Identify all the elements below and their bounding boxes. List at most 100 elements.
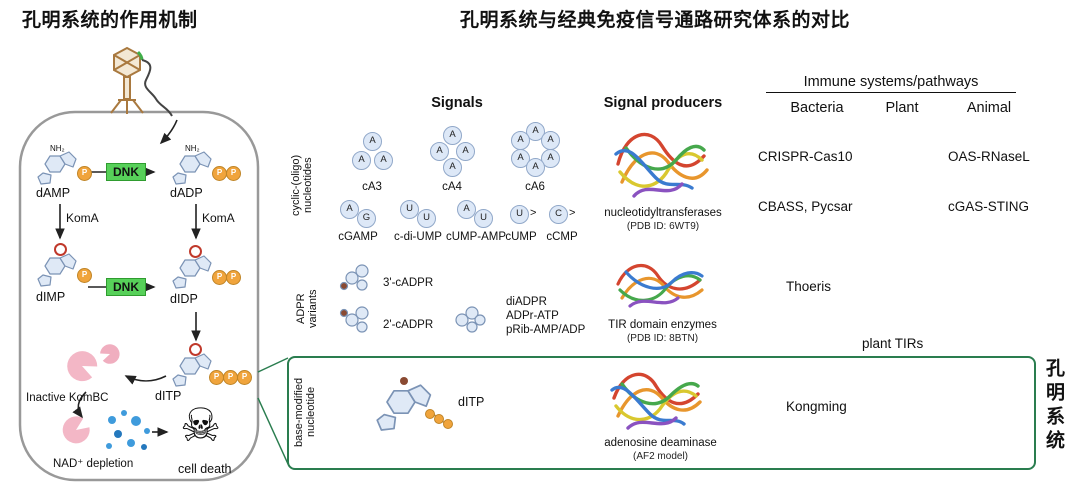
- nad-depletion-icon: [106, 410, 150, 450]
- repeat-unit: P: [226, 270, 241, 285]
- repeat-unit: U: [474, 209, 493, 228]
- ca6-label: cA6: [525, 181, 545, 193]
- didp-label: dIDP: [170, 292, 198, 306]
- row3-producer-note: (AF2 model): [632, 451, 688, 462]
- row1-category-label: cyclic-(oligo) nucleotides: [290, 126, 314, 244]
- cell-death-label: cell death: [178, 462, 232, 476]
- repeat-unit: C: [549, 205, 568, 224]
- funnel-lines: [257, 357, 289, 465]
- ditp-molecule-icon: [376, 377, 453, 431]
- repeat-unit: P: [212, 166, 227, 181]
- repeat-unit: pRib-AMP/ADP: [506, 324, 586, 336]
- signals-column-header: Signals: [431, 95, 483, 111]
- row1-category-line1: cyclic-(oligo): [290, 154, 302, 216]
- repeat-unit: A: [456, 142, 475, 161]
- dnk-enzyme-badge-top: DNK: [106, 163, 146, 181]
- row2-producer-name: TIR domain enzymes: [608, 319, 717, 331]
- row1-producer-note: (PDB ID: 6WT9): [626, 221, 700, 232]
- row1-animal-entry-2: cGAS-STING: [948, 199, 1030, 214]
- cgamp-label: cGAMP: [338, 231, 378, 243]
- dimp-oxo-icon: [54, 243, 67, 256]
- row1-bacteria-entry-1: CRISPR-Cas10: [758, 149, 853, 164]
- cumpamp-label: cUMP-AMP: [445, 231, 507, 243]
- row3-category-line2: nucleotide: [305, 386, 317, 438]
- repeat-unit: P: [226, 166, 241, 181]
- immune-systems-header: Immune systems/pathways: [766, 74, 1016, 93]
- row3-category-label: base-modified nucleotide: [293, 364, 317, 460]
- left-panel-title: 孔明系统的作用机制: [22, 10, 198, 31]
- protein-ribbon-tir: [616, 264, 704, 308]
- ca3-label: cA3: [362, 181, 382, 193]
- repeat-unit: U: [417, 209, 436, 228]
- adpr-molecule-icons: [339, 264, 486, 333]
- right-panel-title: 孔明系统与经典免疫信号通路研究体系的对比: [459, 10, 850, 31]
- signal-producers-column-header: Signal producers: [603, 95, 723, 111]
- nad-depletion-label: NAD⁺ depletion: [53, 458, 134, 470]
- dimp-label: dIMP: [36, 290, 66, 304]
- repeat-unit: A: [352, 151, 371, 170]
- repeat-unit: ADPr-ATP: [506, 310, 559, 322]
- repeat-unit: A: [374, 151, 393, 170]
- cadpr2-label: 2'-cADPR: [383, 319, 434, 331]
- repeat-unit: P: [223, 370, 238, 385]
- repeat-unit: G: [357, 209, 376, 228]
- row2-producer-note: (PDB ID: 8BTN): [626, 333, 699, 344]
- row3-category-line1: base-modified: [293, 377, 305, 447]
- repeat-unit: A: [363, 132, 382, 151]
- row3-bacteria-entry-1: Kongming: [786, 399, 847, 414]
- row2-plant-animal-entry: plant TIRs: [862, 336, 924, 351]
- ccmp-molecule-icon: > C: [549, 203, 589, 225]
- repeat-unit: P: [212, 270, 227, 285]
- repeat-unit: A: [443, 158, 462, 177]
- skull-icon: ☠: [180, 399, 222, 451]
- row1-animal-entry-1: OAS-RNaseL: [948, 149, 1030, 164]
- repeat-unit: P: [209, 370, 224, 385]
- cump-open-mark: >: [530, 207, 537, 219]
- protein-ribbon-deaminase: [610, 372, 702, 430]
- bacteria-column-header: Bacteria: [790, 100, 844, 116]
- cump-molecule-icon: > U: [510, 203, 550, 225]
- repeat-unit: A: [526, 158, 545, 177]
- repeat-unit: A: [541, 149, 560, 168]
- protein-ribbon-nucleotidyltransferase: [614, 132, 709, 198]
- koma-enzyme-label-left: KomA: [66, 211, 99, 225]
- row2-category-line1: ADPR: [295, 293, 307, 325]
- row2-category-line2: variants: [307, 289, 319, 329]
- ditp-label: dITP: [155, 389, 182, 403]
- row2-category-label: ADPR variants: [295, 264, 319, 354]
- inactive-kombc-label: Inactive KomBC: [26, 392, 109, 404]
- dadp-label: dADP: [170, 186, 203, 200]
- dimp-phosphates: P: [77, 268, 92, 283]
- repeat-unit: U: [400, 200, 419, 219]
- cdiump-label: c-di-UMP: [394, 231, 442, 243]
- phage-dna-icon: [136, 50, 173, 117]
- ditp-oxo-icon: [189, 343, 202, 356]
- row3-producer-name: adenosine deaminase: [604, 437, 717, 449]
- repeat-unit: A: [340, 200, 359, 219]
- cadpr3-label: 3'-cADPR: [383, 277, 434, 289]
- ccmp-open-mark: >: [569, 207, 576, 219]
- row1-bacteria-entry-2: CBASS, Pycsar: [758, 199, 853, 214]
- row2-bacteria-entry-1: Thoeris: [786, 279, 832, 294]
- damp-label: dAMP: [36, 186, 71, 200]
- ccmp-label: cCMP: [546, 231, 578, 243]
- repeat-unit: P: [77, 166, 92, 181]
- repeat-unit: A: [430, 142, 449, 161]
- repeat-unit: P: [77, 268, 92, 283]
- koma-enzyme-label-right: KomA: [202, 211, 235, 225]
- didp-oxo-icon: [189, 245, 202, 258]
- row1-category-line2: nucleotides: [302, 157, 314, 213]
- dadp-amine-label: NH₂: [185, 144, 200, 153]
- row3-ditp-label: dITP: [458, 395, 485, 409]
- row1-producer-name: nucleotidyltransferases: [604, 207, 722, 219]
- repeat-unit: diADPR: [506, 296, 547, 308]
